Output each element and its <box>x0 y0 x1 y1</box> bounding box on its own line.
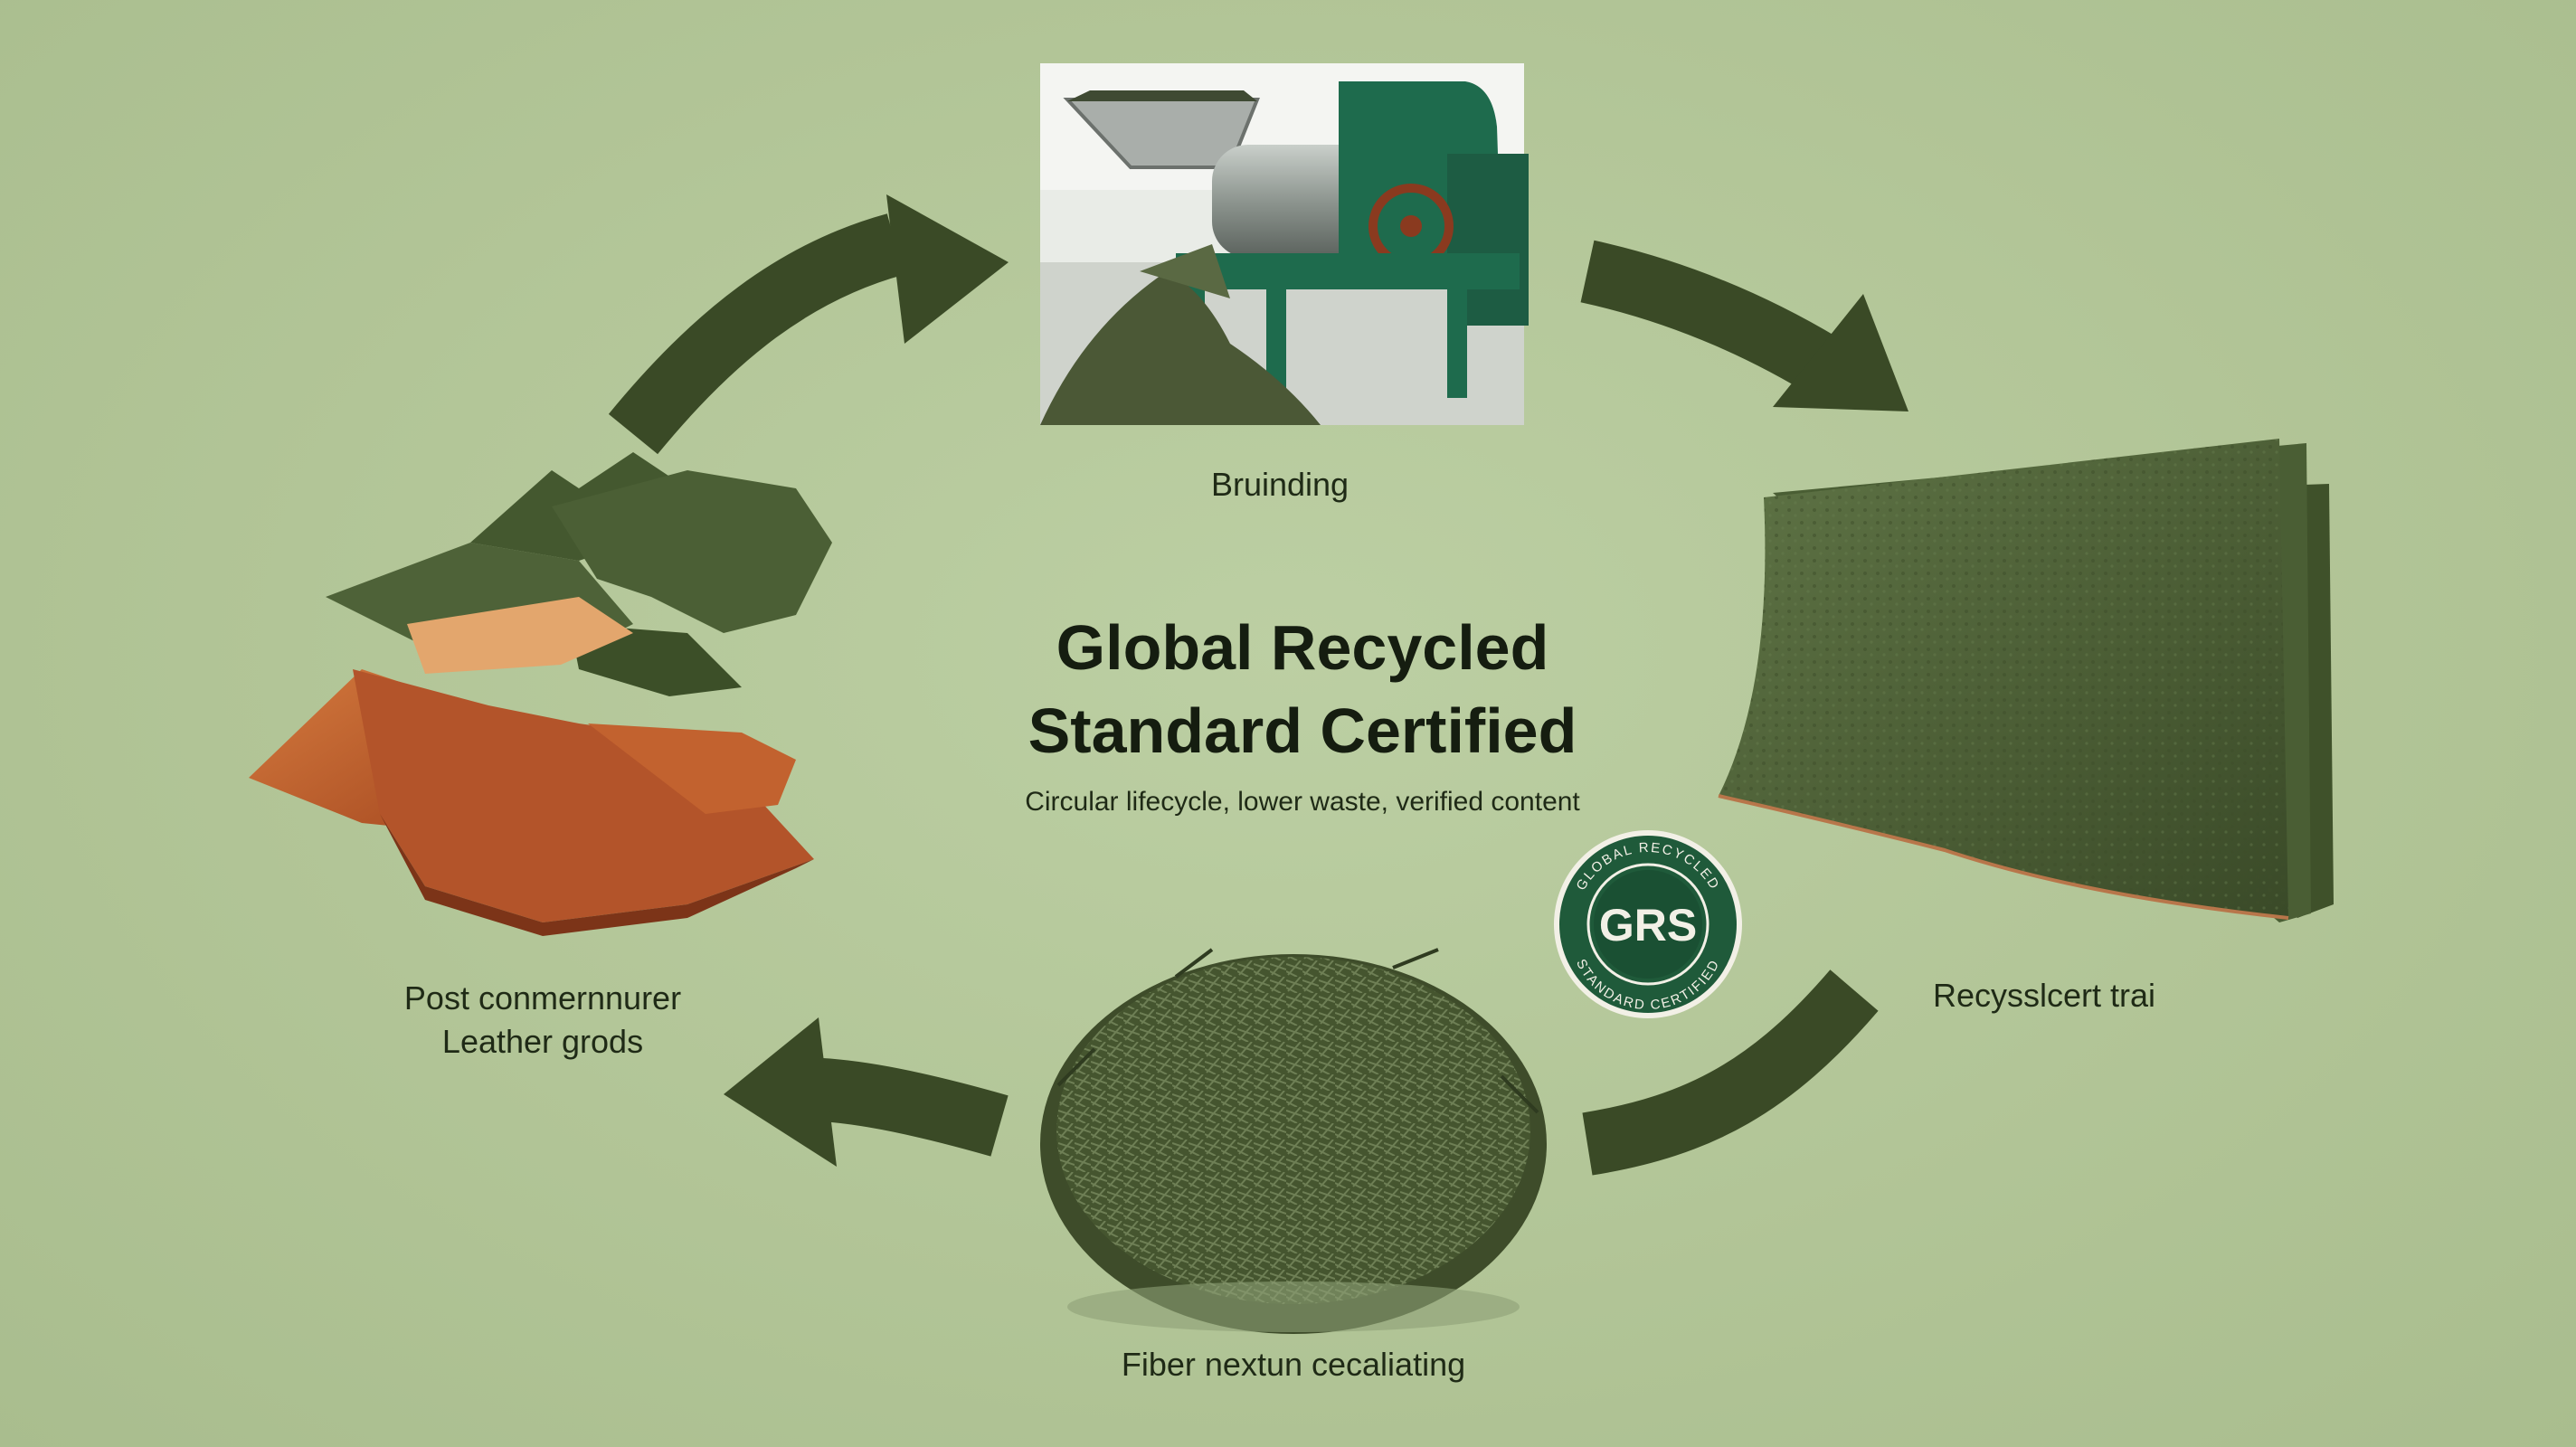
title-line-2: Standard Certified <box>1028 695 1577 766</box>
center-subtitle: Circular lifecycle, lower waste, verifie… <box>1025 787 1580 817</box>
center-title: Global Recycled Standard Certified <box>904 606 1700 772</box>
recycled-leather-sheet <box>1718 439 2334 922</box>
title-line-1: Global Recycled <box>1056 612 1549 683</box>
arrow-post-consumer-to-grinding <box>608 194 1009 455</box>
arrow-grinding-to-recycled <box>1580 240 1908 411</box>
post-consumer-line-1: Post conmernnurer <box>403 979 682 1017</box>
stage-label-fiber: Fiber nextun cecaliating <box>1121 1346 1466 1383</box>
grs-badge: GLOBAL RECYCLED STANDARD CERTIFIED GRS <box>1554 830 1742 1018</box>
stage-label-recycled-leather: Recysslcert trai <box>1932 977 2156 1014</box>
badge-text: GRS <box>1599 900 1697 950</box>
arrow-fiber-to-post-consumer <box>724 1017 1009 1167</box>
stage-label-post-consumer: Post conmernnurer Leather grods <box>335 977 751 1064</box>
post-consumer-line-2: Leather grods <box>441 1023 644 1060</box>
arrow-recycled-to-fiber <box>1582 969 1879 1176</box>
grinding-machine-photo <box>1040 63 1529 425</box>
leather-scraps <box>249 452 832 936</box>
stage-label-grinding: Bruinding <box>1210 466 1350 503</box>
fiber-pile <box>1040 948 1547 1334</box>
